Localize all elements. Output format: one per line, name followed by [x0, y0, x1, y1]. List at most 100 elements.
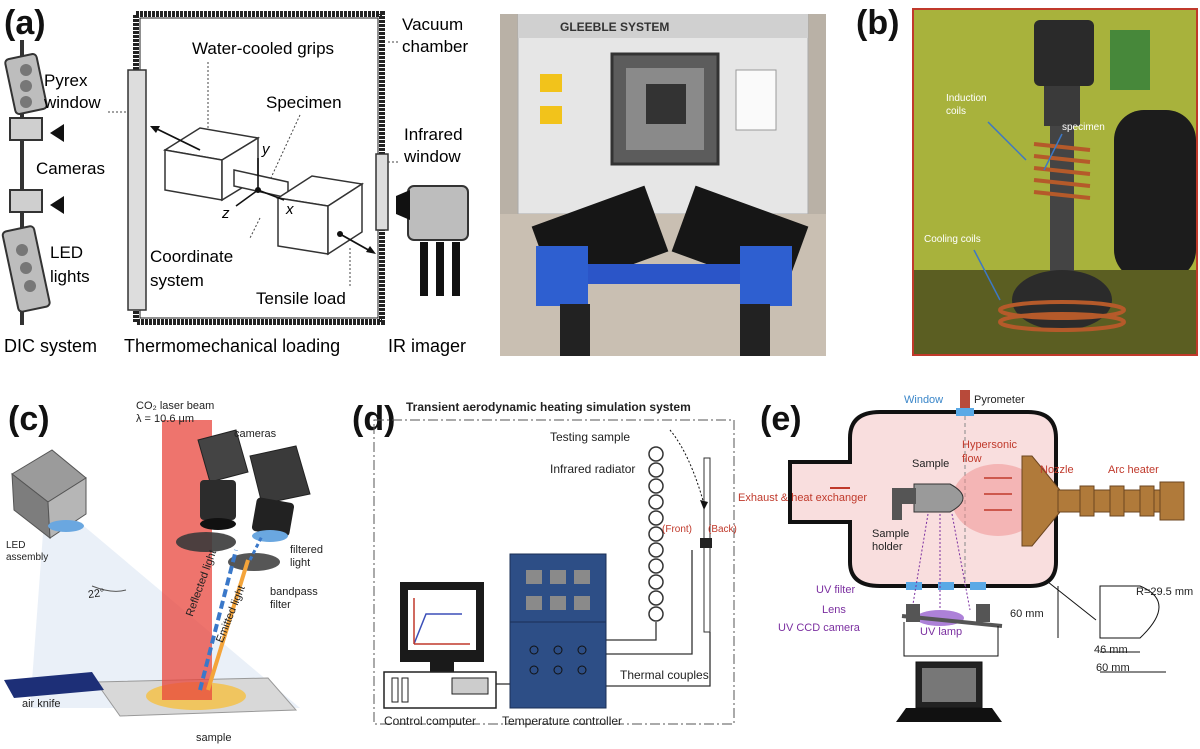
sample-body: [913, 483, 964, 513]
label-led-1: LED: [50, 243, 83, 262]
label-specimen: Specimen: [266, 93, 342, 112]
label-coordinate-1: Coordinate: [150, 247, 233, 266]
uv-ccd-camera-left: [906, 604, 920, 622]
label-vacuum-2: chamber: [402, 37, 468, 56]
led-light-bottom: [1, 225, 51, 313]
nozzle-arc-heater: [1021, 455, 1185, 547]
laptop: [896, 661, 1002, 722]
label-infrared-2: window: [403, 147, 461, 166]
panel-a-diagram: Pyrex window Water-cooled grips Specimen…: [1, 11, 469, 356]
pyrex-window: [127, 69, 147, 311]
photo-brand-text: GLEEBLE SYSTEM: [560, 20, 669, 34]
reflected-light-ray: [198, 549, 238, 691]
label-angle: 22°: [87, 586, 106, 602]
label-ir-imager: IR imager: [388, 336, 466, 356]
label-nozzle: Nozzle: [1040, 464, 1074, 476]
emitted-light-ray: [206, 559, 250, 691]
axis-y: y: [261, 141, 271, 158]
panel-label-a: (a): [4, 4, 46, 42]
panel-e-diagram: [788, 390, 1185, 722]
panel-label-e: (e): [760, 400, 802, 438]
laser-line-1: CO₂ laser beam: [136, 400, 215, 412]
label-specimen-b: specimen: [1062, 122, 1105, 133]
coordinate-axes: [235, 158, 285, 207]
label-water-cooled-grips: Water-cooled grips: [192, 39, 334, 58]
label-dim-r: R=29.5 mm: [1136, 586, 1194, 598]
label-dim-60a: 60 mm: [1010, 608, 1044, 620]
label-bandpass-filter: bandpass filter: [270, 586, 318, 611]
panel-c-diagram: [4, 420, 311, 717]
laser-beam: [162, 420, 212, 700]
label-coordinate-2: system: [150, 271, 204, 290]
label-lens: Lens: [822, 604, 846, 616]
panel-d-diagram: [373, 419, 735, 725]
label-uv-ccd-camera: UV CCD camera: [778, 622, 860, 634]
camera-right: [228, 445, 311, 571]
label-air-knife: air knife: [22, 698, 61, 710]
label-hypersonic-flow: Hypersonic flow: [962, 439, 1018, 465]
gleeble-photo: GLEEBLE SYSTEM: [500, 14, 826, 356]
axis-x: x: [285, 201, 294, 218]
laser-line-2: λ = 10.6 μm: [136, 413, 195, 425]
label-dic-system: DIC system: [4, 336, 97, 356]
label-dim-60b: 60 mm: [1096, 662, 1130, 674]
label-cooling-coils: Cooling coils: [924, 234, 981, 245]
infrared-radiator: [648, 446, 664, 622]
tensile-arrow-right: [339, 233, 373, 253]
label-led-assembly: LED assembly: [6, 540, 49, 563]
camera-left: [176, 429, 249, 552]
label-front: (Front): [662, 524, 692, 535]
label-infrared-1: Infrared: [404, 125, 463, 144]
label-sample-e: Sample: [912, 458, 950, 470]
infrared-window: [375, 153, 389, 231]
label-thermal-couples: Thermal couples: [620, 668, 709, 682]
label-cameras: Cameras: [36, 159, 105, 178]
air-knife: [4, 672, 104, 698]
label-testing-sample: Testing sample: [550, 430, 631, 444]
label-pyrex-window-1: Pyrex: [44, 71, 88, 90]
axis-z: z: [221, 205, 230, 222]
sample-holder: [892, 488, 916, 504]
label-sample-holder: Sample holder: [872, 528, 910, 553]
camera-1: [9, 117, 64, 142]
label-uv-filter: UV filter: [816, 584, 856, 596]
led-light-top: [4, 53, 48, 115]
label-laser: CO₂ laser beam λ = 10.6 μm: [136, 400, 214, 426]
label-vacuum-1: Vacuum: [402, 15, 463, 34]
label-dim-46: 46 mm: [1094, 644, 1128, 656]
label-pyrex-window-2: window: [43, 93, 101, 112]
sample-dimension-drawing: [1047, 581, 1166, 673]
induction-photo: Induction coils specimen Cooling coils: [912, 8, 1198, 356]
label-back: (Back): [708, 524, 737, 535]
camera-2: [9, 189, 64, 214]
uv-beams: [911, 513, 971, 611]
label-arc-heater: Arc heater: [1108, 464, 1159, 476]
label-thermomechanical-loading: Thermomechanical loading: [124, 336, 340, 356]
label-induction-coils: Induction coils: [946, 93, 987, 117]
panel-d-border: [373, 419, 735, 725]
label-cameras-c: cameras: [234, 428, 277, 440]
label-uv-lamp: UV lamp: [920, 626, 963, 638]
panel-label-b: (b): [856, 4, 900, 42]
temperature-controller: [509, 553, 607, 709]
specimen-bar: [233, 169, 289, 199]
water-cooled-grip-left: [162, 127, 261, 202]
uv-ccd-camera-right: [976, 604, 990, 622]
label-exhaust: Exhaust & heat exchanger: [738, 492, 868, 504]
label-tensile-load: Tensile load: [256, 289, 346, 308]
pyrometer: [960, 390, 970, 408]
label-sample-c: sample: [196, 732, 232, 744]
tensile-arrow-left: [154, 127, 201, 151]
label-temperature-controller: Temperature controller: [502, 714, 623, 728]
panel-label-c: (c): [8, 400, 50, 438]
top-window: [956, 408, 974, 416]
label-led-2: lights: [50, 267, 90, 286]
label-filtered-light: filtered light: [290, 544, 324, 569]
label-control-computer: Control computer: [384, 714, 477, 728]
water-cooled-grip-right: [275, 175, 365, 256]
panel-d-title: Transient aerodynamic heating simulation…: [406, 400, 691, 414]
control-computer: [383, 582, 497, 709]
ir-imager: [396, 185, 469, 296]
led-assembly: [11, 449, 87, 540]
flow-arrows: [984, 477, 1012, 511]
